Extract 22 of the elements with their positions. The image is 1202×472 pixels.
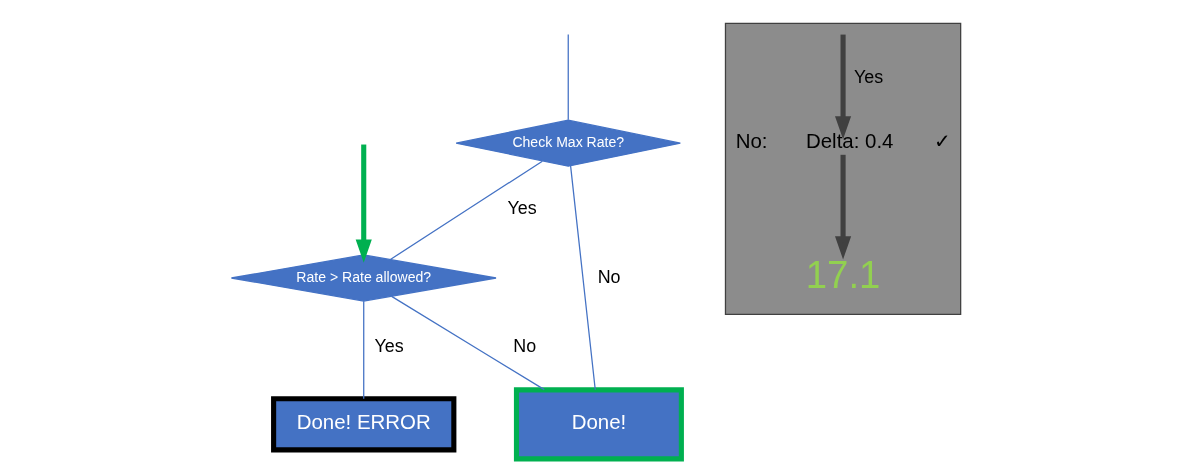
arrow [835, 154, 852, 260]
edge-label: No [513, 336, 537, 357]
connector [569, 165, 596, 391]
connector [363, 300, 365, 400]
connector [567, 33, 569, 121]
arrow [355, 144, 372, 263]
node-diamond: Rate > Rate allowed? [230, 254, 497, 302]
edge-label: Yes [374, 336, 404, 357]
node-box: Done! [513, 387, 684, 462]
node-label: No: [735, 129, 768, 153]
edge-label: No [597, 267, 621, 288]
node-diamond: Check Max Rate? [455, 119, 681, 167]
edge-label: Yes [507, 198, 537, 219]
node-text: Delta: 0.4 [806, 129, 894, 153]
node-text: 17.1 [805, 252, 881, 296]
cluster [724, 22, 962, 316]
arrow [835, 34, 852, 140]
connector [391, 295, 545, 391]
node-box: Done! ERROR [271, 396, 457, 453]
node-label: ✓ [933, 129, 951, 153]
edge-label: Yes [853, 66, 884, 87]
connector [389, 160, 543, 261]
